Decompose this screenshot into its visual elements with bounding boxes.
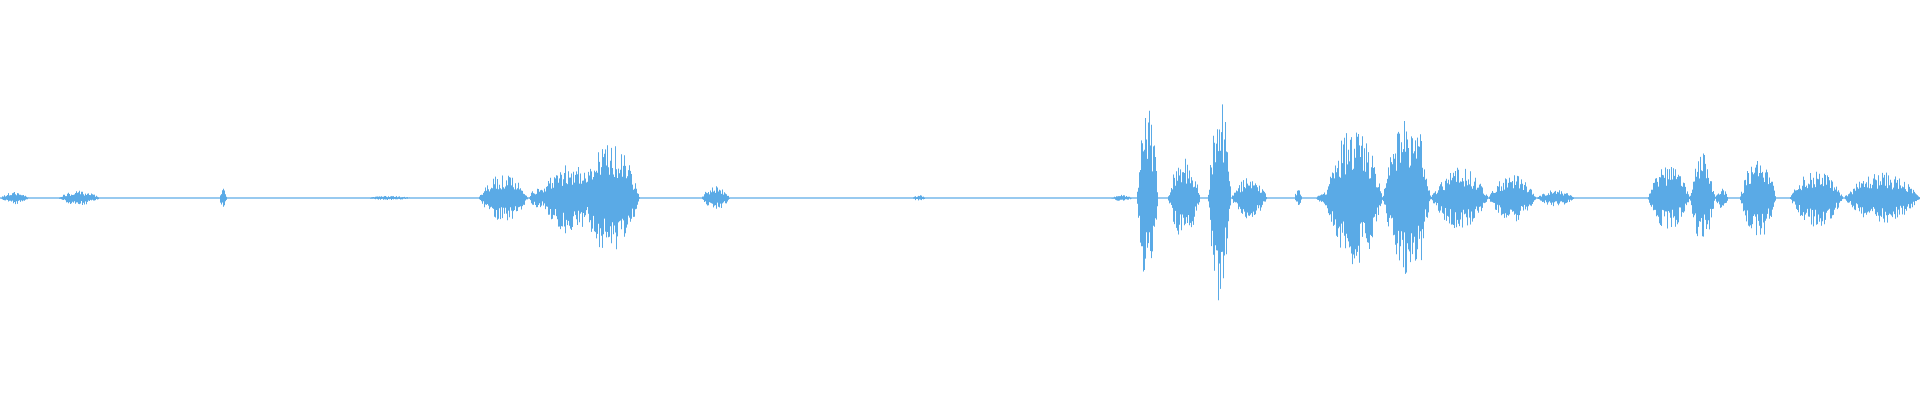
waveform-samples bbox=[1, 104, 1920, 301]
